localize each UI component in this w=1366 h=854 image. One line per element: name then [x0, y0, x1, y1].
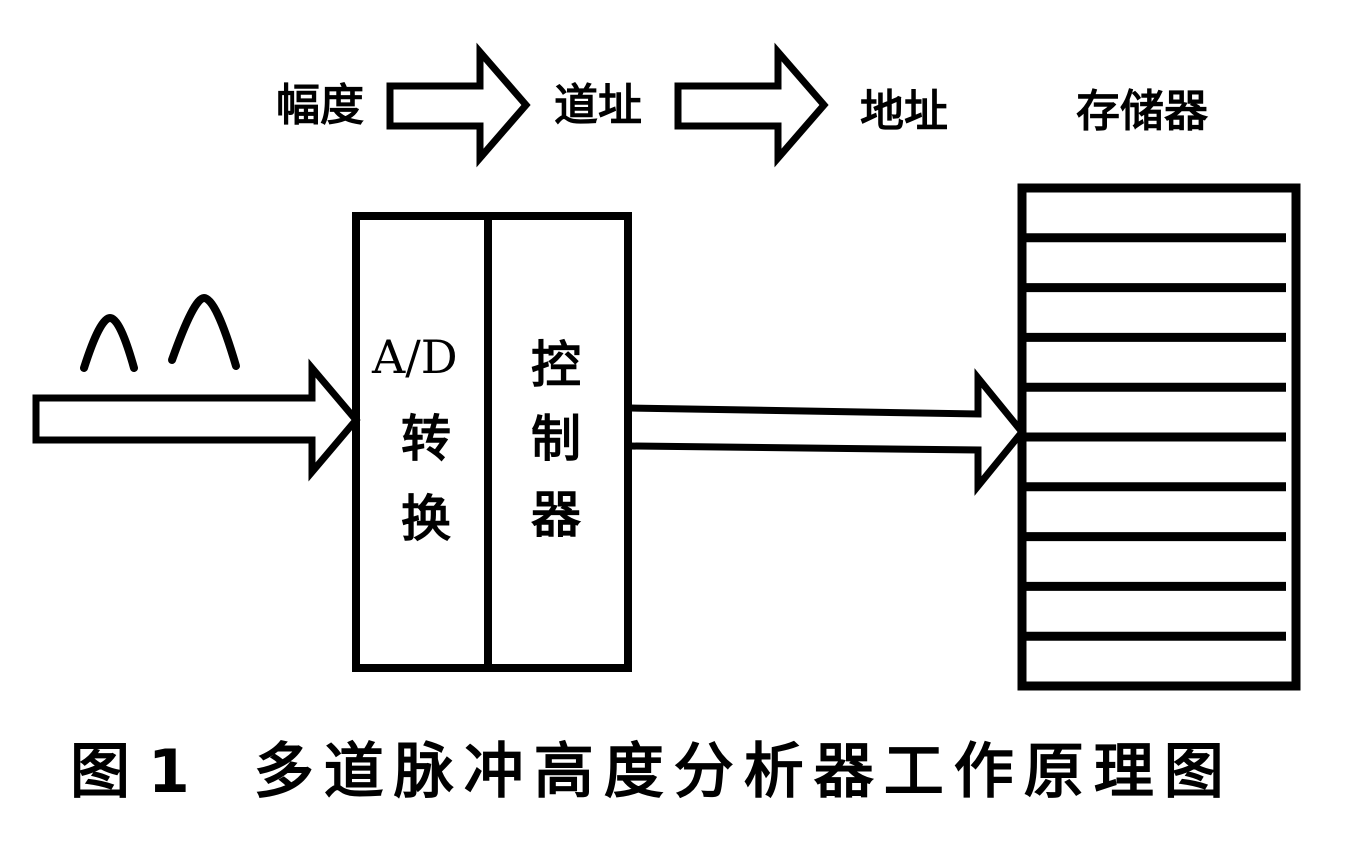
arrow-channel-to-address — [674, 42, 829, 168]
pulse-large — [168, 293, 240, 370]
adc-char-3: 换 — [401, 490, 451, 548]
caption-number: 1 — [148, 737, 200, 807]
label-memory: 存储器 — [1076, 86, 1208, 137]
memory-block — [1017, 183, 1301, 691]
arrow-amplitude-to-channel — [386, 42, 531, 168]
adc-label: A/D — [372, 330, 458, 384]
label-address: 地址 — [860, 86, 948, 137]
controller-char-1: 控 — [531, 336, 581, 394]
caption-title: 多道脉冲高度分析器工作原理图 — [253, 737, 1234, 807]
label-amplitude: 幅度 — [276, 80, 364, 131]
label-channel-address: 道址 — [554, 80, 642, 131]
adc-char-2: 转 — [401, 410, 451, 468]
controller-block — [484, 212, 632, 672]
controller-char-3: 器 — [531, 486, 581, 544]
input-arrow — [32, 358, 361, 482]
controller-char-2: 制 — [531, 410, 581, 468]
pulse-small — [80, 313, 138, 372]
caption-figure: 图 — [70, 737, 140, 807]
output-arrow — [629, 368, 1027, 496]
